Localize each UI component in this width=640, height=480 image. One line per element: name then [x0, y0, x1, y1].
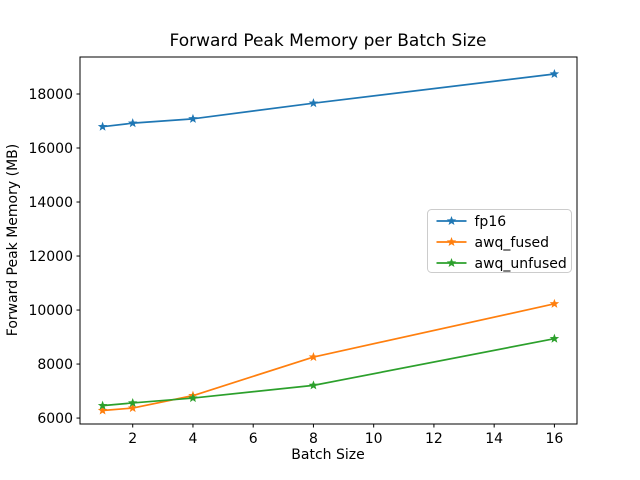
y-axis-label: Forward Peak Memory (MB) [5, 144, 21, 336]
data-point-marker-awq_fused [549, 298, 560, 308]
data-point-marker-awq_unfused [127, 397, 138, 407]
data-point-marker-awq_fused [127, 403, 138, 413]
plot-area: 6000 8000 10000 12000 14000 16000 18000 2 4 6 8 10 1… [28, 56, 578, 447]
y-tick-label: 14000 [28, 195, 73, 211]
legend-marker-awq_fused [446, 237, 457, 247]
data-point-marker-awq_fused [97, 405, 108, 415]
y-tick-label: 6000 [37, 411, 73, 427]
data-point-marker-awq_unfused [188, 393, 198, 403]
legend-label-fp16: fp16 [475, 214, 507, 230]
x-tick-label: 8 [309, 431, 318, 447]
data-point-marker-fp16 [188, 113, 198, 123]
legend-entry-fp16: fp16 [436, 214, 507, 230]
legend-entry-awq_unfused: awq_unfused [436, 256, 567, 272]
x-tick-label: 16 [545, 431, 563, 447]
data-point-marker-awq_unfused [549, 333, 560, 343]
plot-spines [79, 56, 578, 425]
y-tick-label: 10000 [28, 303, 73, 319]
legend-entry-awq_fused: awq_fused [436, 235, 550, 251]
data-point-marker-fp16 [97, 121, 108, 131]
legend-marker-fp16 [446, 216, 457, 226]
chart-title: Forward Peak Memory per Batch Size [170, 31, 487, 51]
data-point-marker-awq_unfused [97, 400, 108, 410]
y-tick-label: 18000 [28, 87, 73, 103]
y-tick-label: 16000 [28, 141, 73, 157]
legend: fp16 awq_fused awq_unfused [427, 209, 572, 273]
data-point-marker-awq_unfused [308, 380, 319, 390]
y-tick-label: 12000 [28, 249, 73, 265]
data-point-marker-fp16 [549, 69, 560, 79]
series-line-awq_unfused [101, 337, 556, 407]
y-tick-label: 8000 [37, 357, 73, 373]
data-point-marker-fp16 [308, 98, 319, 108]
x-tick-label: 4 [188, 431, 197, 447]
series-line-fp16 [101, 73, 556, 128]
data-point-marker-awq_fused [308, 352, 319, 362]
x-tick-label: 10 [365, 431, 383, 447]
legend-marker-awq_unfused [446, 258, 457, 268]
legend-label-awq_unfused: awq_unfused [475, 256, 567, 272]
series-line-awq_fused [101, 302, 556, 412]
x-tick-label: 12 [425, 431, 443, 447]
x-axis-label: Batch Size [291, 447, 364, 463]
data-point-marker-fp16 [127, 118, 138, 128]
legend-box [427, 209, 572, 273]
legend-label-awq_fused: awq_fused [475, 235, 550, 251]
x-tick-label: 2 [128, 431, 137, 447]
x-tick-label: 6 [249, 431, 258, 447]
x-tick-label: 14 [485, 431, 503, 447]
